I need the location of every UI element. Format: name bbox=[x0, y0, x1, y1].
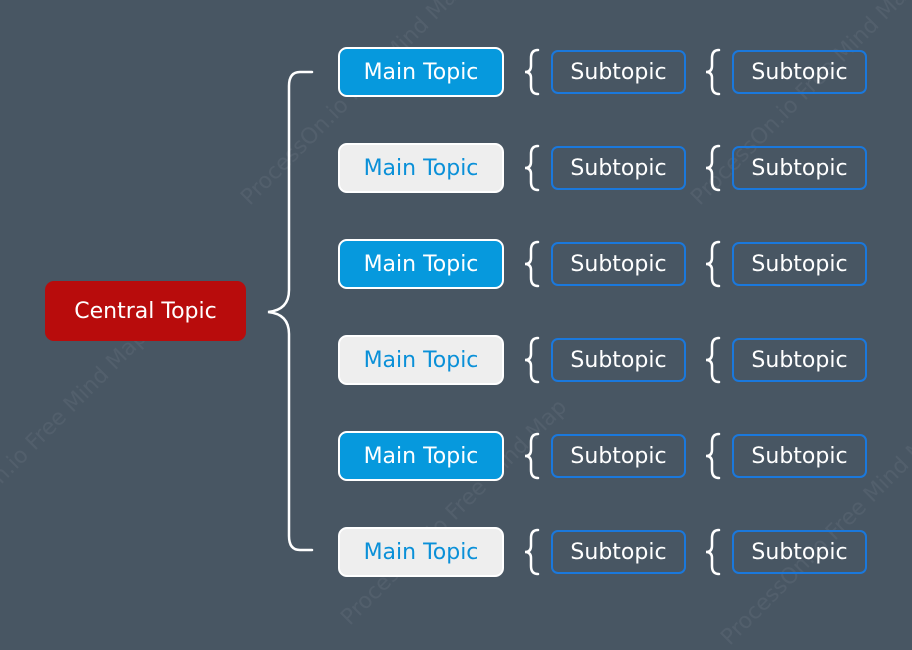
subtopic-brace bbox=[524, 48, 540, 96]
subtopic[interactable]: Subtopic bbox=[551, 434, 686, 478]
main-topic-2[interactable]: Main Topic bbox=[338, 143, 504, 193]
subtopic-brace bbox=[524, 240, 540, 288]
subtopic-brace bbox=[705, 144, 721, 192]
subtopic-brace bbox=[705, 528, 721, 576]
subtopic[interactable]: Subtopic bbox=[551, 242, 686, 286]
subtopic-brace bbox=[524, 144, 540, 192]
subtopic-brace bbox=[705, 432, 721, 480]
subtopic[interactable]: Subtopic bbox=[732, 242, 867, 286]
subtopic[interactable]: Subtopic bbox=[551, 338, 686, 382]
subtopic-brace bbox=[524, 336, 540, 384]
subtopic[interactable]: Subtopic bbox=[732, 434, 867, 478]
main-topic-4[interactable]: Main Topic bbox=[338, 335, 504, 385]
main-topic-1[interactable]: Main Topic bbox=[338, 47, 504, 97]
main-topic-5[interactable]: Main Topic bbox=[338, 431, 504, 481]
subtopic[interactable]: Subtopic bbox=[732, 530, 867, 574]
subtopic[interactable]: Subtopic bbox=[551, 146, 686, 190]
subtopic[interactable]: Subtopic bbox=[732, 50, 867, 94]
subtopic[interactable]: Subtopic bbox=[551, 50, 686, 94]
subtopic-brace bbox=[705, 48, 721, 96]
subtopic-brace bbox=[705, 240, 721, 288]
main-brace bbox=[267, 70, 314, 552]
main-topic-3[interactable]: Main Topic bbox=[338, 239, 504, 289]
subtopic[interactable]: Subtopic bbox=[732, 146, 867, 190]
subtopic[interactable]: Subtopic bbox=[551, 530, 686, 574]
central-topic[interactable]: Central Topic bbox=[45, 281, 246, 341]
subtopic-brace bbox=[705, 336, 721, 384]
subtopic[interactable]: Subtopic bbox=[732, 338, 867, 382]
main-topic-6[interactable]: Main Topic bbox=[338, 527, 504, 577]
subtopic-brace bbox=[524, 528, 540, 576]
subtopic-brace bbox=[524, 432, 540, 480]
